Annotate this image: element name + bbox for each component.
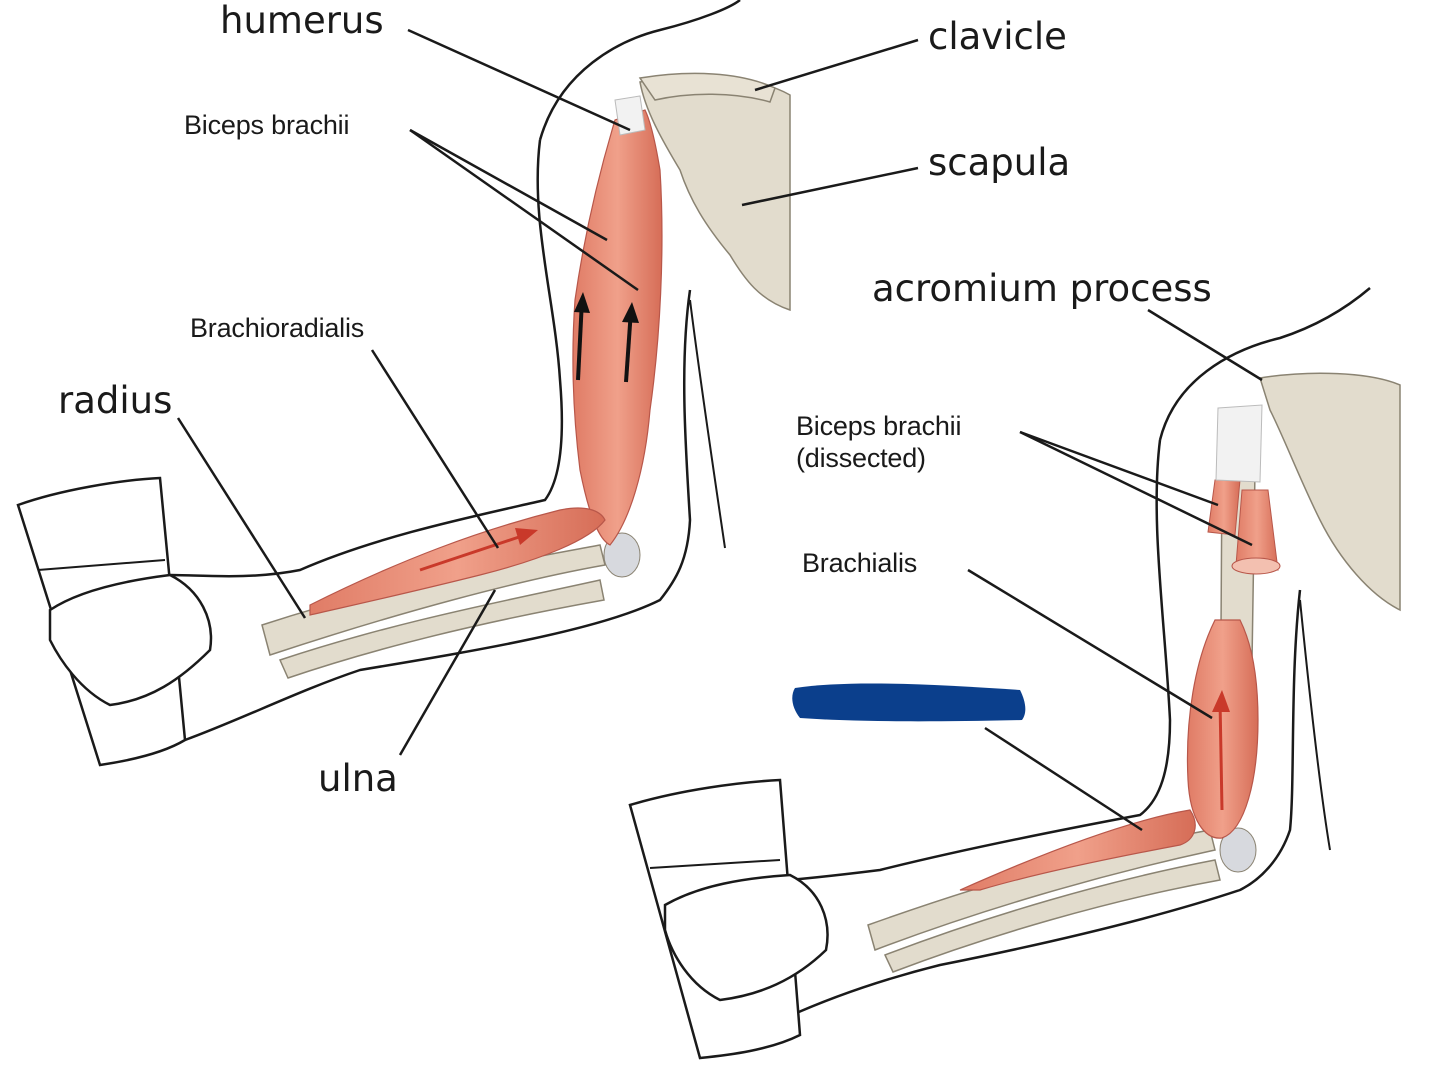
label-brachialis: Brachialis [802,548,918,578]
right-biceps-tendon [1215,404,1263,483]
clavicle-bone [638,72,776,103]
left-biceps-arrowhead-2 [622,302,639,323]
left-biceps-muscle [572,109,663,546]
left-back-line [689,299,726,549]
left-brachioradialis-arrowhead [515,528,538,545]
right-elbow-joint [1219,827,1257,873]
leader-radius [176,417,307,619]
label-humerus: humerus [220,0,384,42]
left-upper-arm-outline [169,139,564,578]
leader-biceps-dissected-1 [1019,430,1219,507]
left-biceps-arrowhead-1 [574,292,590,313]
leader-biceps-1 [409,128,608,242]
leader-ulna [398,589,497,756]
left-elbow-joint [603,532,641,578]
redaction-mark [792,683,1026,722]
leader-clavicle [754,38,919,92]
right-cup-water-line [649,859,781,869]
label-brachioradialis: Brachioradialis [190,313,365,343]
leader-redacted [984,726,1143,832]
left-torso-outline [538,0,741,141]
right-torso-outline [1158,287,1371,441]
right-brachialis-arrowhead [1212,690,1230,712]
left-biceps-arrow-1 [576,299,584,381]
right-scapula-bone [1259,372,1401,612]
leader-lines [176,28,1263,832]
right-back-line [1299,599,1331,851]
right-upper-arm-outline [699,439,1172,887]
leader-scapula [741,166,919,207]
leader-humerus [407,28,631,132]
left-lower-outline [184,289,692,742]
label-ulna: ulna [318,757,398,800]
right-forearm-muscle [959,809,1196,891]
right-biceps-cut [1231,557,1281,575]
right-biceps-stub-2 [1235,489,1279,571]
label-scapula: scapula [928,141,1071,184]
right-brachialis-muscle [1186,619,1259,839]
right-hand [663,873,829,1002]
label-radius: radius [58,379,173,422]
left-hand [48,573,213,707]
leader-biceps-dissected-2 [1019,430,1253,547]
right-arm [628,287,1401,1060]
left-biceps-tendon [614,95,646,136]
right-ulna-bone [883,859,1221,973]
left-cup-water-line [37,559,166,571]
left-brachioradialis-arrow [419,533,526,572]
label-acromium-process: acromium process [872,267,1212,310]
left-ulna-bone [278,579,605,679]
leader-brachialis [967,568,1213,720]
leader-acromium [1147,308,1263,382]
right-brachialis-arrow [1218,699,1224,811]
label-clavicle: clavicle [928,15,1067,58]
leader-brachioradialis [370,349,500,549]
left-arm [16,0,791,767]
leader-biceps-2 [409,128,639,292]
label-biceps-brachii-dissected: Biceps brachii (dissected) [796,411,962,474]
scapula-bone [639,75,791,312]
right-lower-outline [759,589,1302,1032]
label-biceps-brachii: Biceps brachii [184,110,350,140]
